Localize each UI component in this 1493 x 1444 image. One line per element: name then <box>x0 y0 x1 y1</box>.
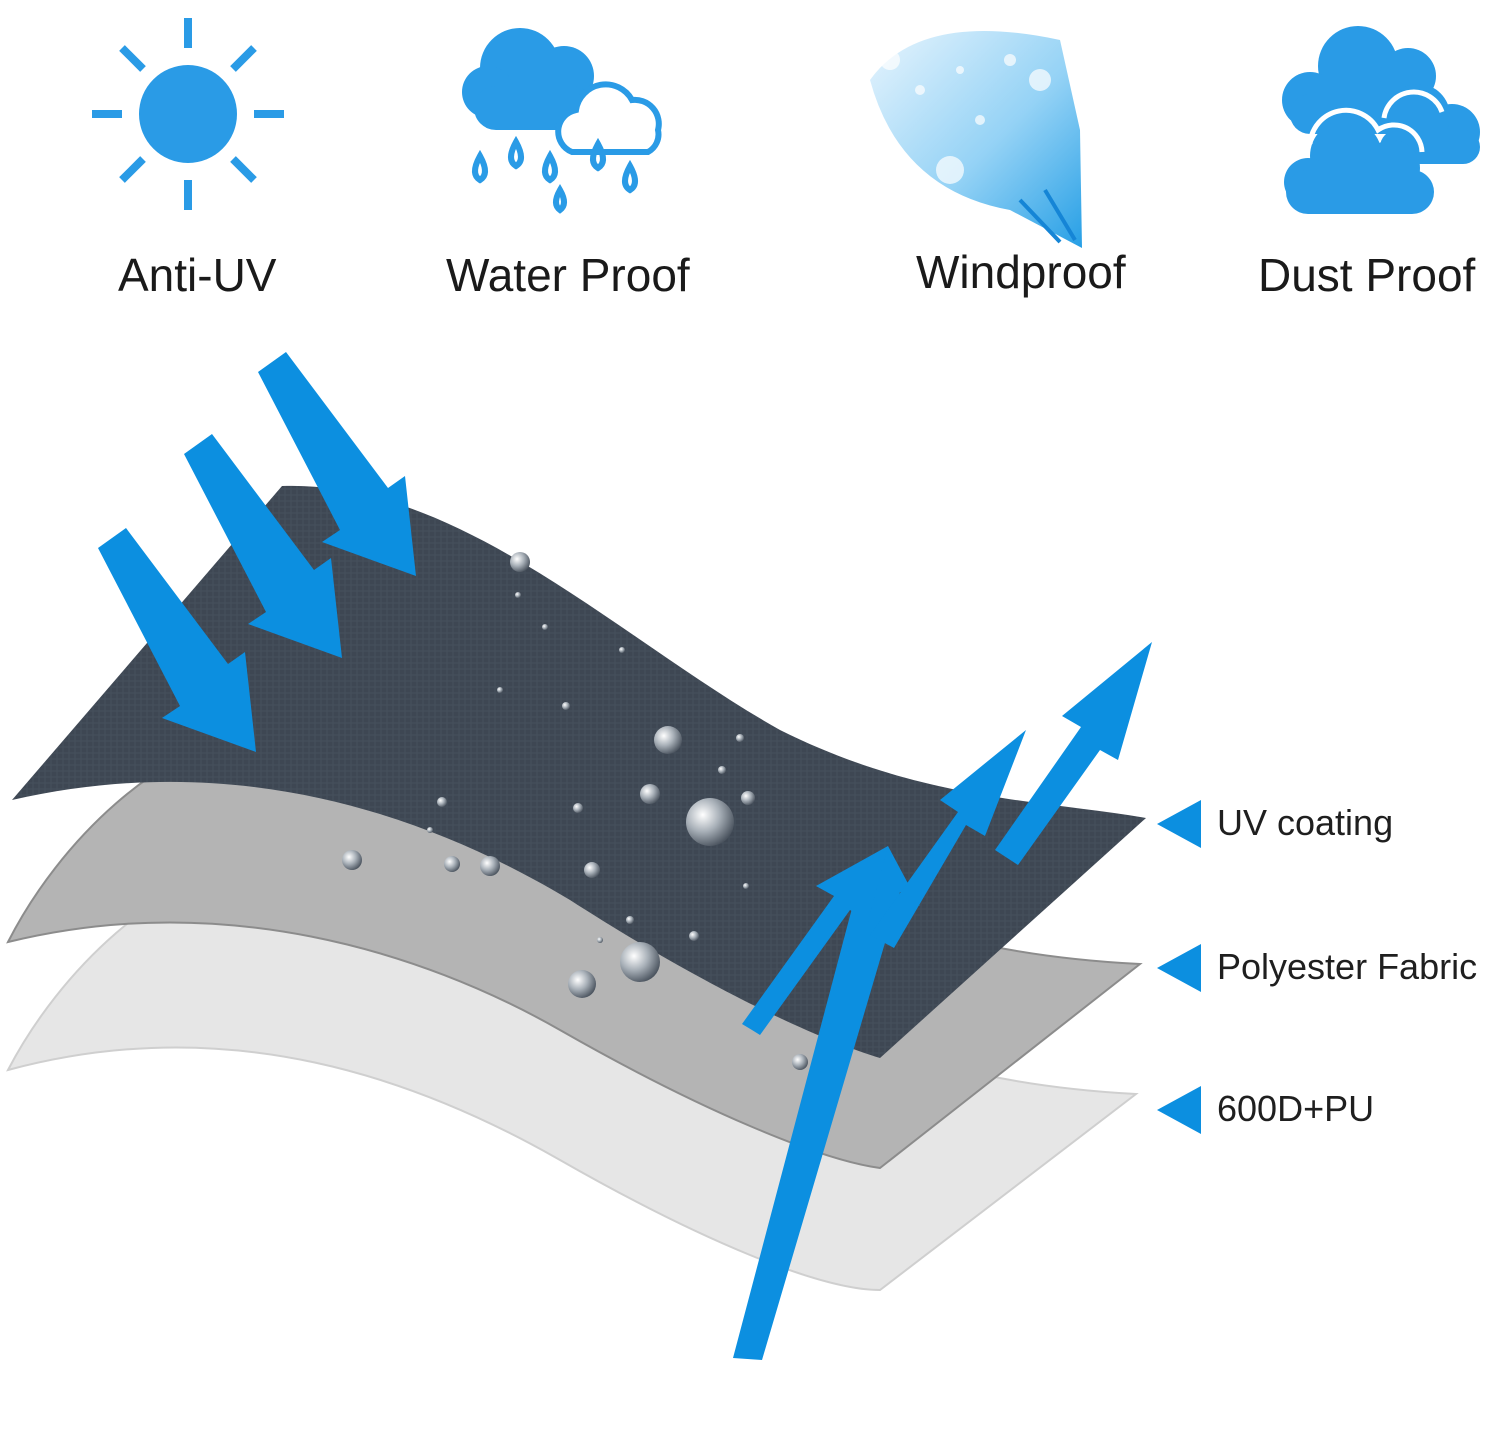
fabric-layer-diagram: UV coating Polyester Fabric 600D+PU <box>0 330 1493 1444</box>
layer-label-uv-coating: UV coating <box>1217 802 1394 843</box>
600d-pu-pointer-icon <box>1157 1086 1201 1134</box>
polyester-fabric-pointer-icon <box>1157 944 1201 992</box>
layer-label-600d-pu: 600D+PU <box>1217 1088 1375 1129</box>
feature-water-proof: Water Proof <box>440 0 720 320</box>
uv-coating-pointer-icon <box>1157 800 1201 848</box>
feature-label: Dust Proof <box>1258 249 1476 301</box>
fabric-layers <box>6 352 1152 1360</box>
sun-icon <box>92 18 284 210</box>
outgoing-arrows <box>733 642 1152 1360</box>
feature-windproof: Windproof <box>860 0 1150 320</box>
wind-icon <box>870 31 1082 248</box>
water-droplets <box>342 552 808 1070</box>
feature-row: Anti-UV Water Proof <box>0 0 1493 320</box>
layer-label-polyester-fabric: Polyester Fabric <box>1217 946 1478 987</box>
feature-dust-proof: Dust Proof <box>1250 0 1493 320</box>
feature-anti-uv: Anti-UV <box>80 0 310 320</box>
rain-cloud-icon <box>462 28 662 214</box>
feature-label: Windproof <box>916 246 1126 298</box>
feature-label: Anti-UV <box>118 249 277 301</box>
cloud-icon <box>1282 26 1480 214</box>
feature-label: Water Proof <box>446 249 690 301</box>
incoming-arrows <box>98 352 416 752</box>
